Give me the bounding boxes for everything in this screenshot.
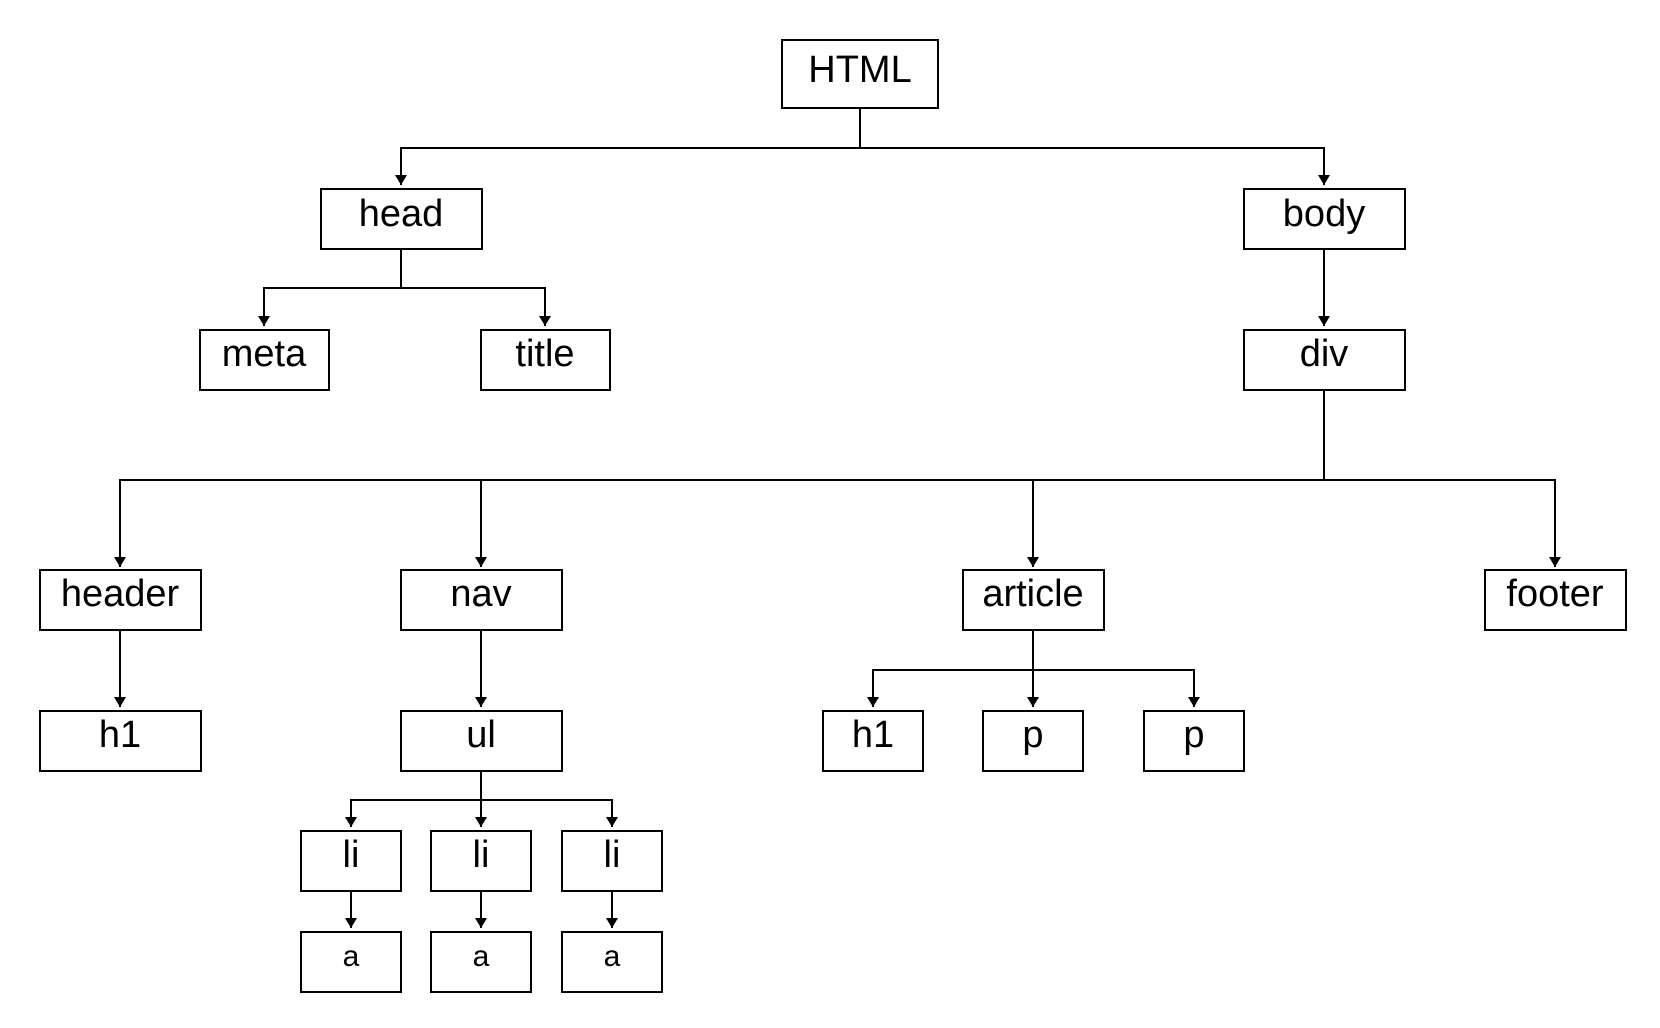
node-p2: p (1143, 710, 1245, 772)
node-title: title (480, 329, 611, 391)
node-p1-label: p (1022, 714, 1043, 756)
edge-article-p2 (1033, 669, 1200, 707)
node-footer-label: footer (1506, 573, 1604, 615)
edge-article-h1 (867, 630, 1034, 707)
node-p1: p (982, 710, 1084, 772)
node-body-label: body (1283, 193, 1365, 235)
node-li3-label: li (604, 834, 621, 876)
edge-html-head (395, 108, 861, 185)
node-ul-label: ul (466, 714, 496, 756)
edge-head-meta (258, 249, 402, 326)
node-p2-label: p (1183, 714, 1204, 756)
edge-html-body (860, 147, 1330, 185)
node-li1: li (300, 830, 402, 892)
node-nav-label: nav (450, 573, 511, 615)
nodes-layer: HTML head body meta title div header (39, 39, 1627, 993)
node-html: HTML (781, 39, 939, 109)
node-li2: li (430, 830, 532, 892)
node-a2-label: a (473, 940, 490, 973)
node-article-label: article (982, 573, 1083, 615)
edge-ul-li3 (481, 799, 618, 827)
node-a1: a (300, 931, 402, 993)
node-html-label: HTML (808, 49, 911, 91)
node-li3: li (561, 830, 663, 892)
node-div-label: div (1300, 333, 1349, 375)
node-head: head (320, 188, 483, 250)
node-a1-label: a (343, 940, 360, 973)
edge-div-footer (1324, 479, 1561, 567)
edge-head-title (401, 287, 551, 326)
node-article-h1: h1 (822, 710, 924, 772)
node-title-label: title (515, 333, 574, 375)
node-head-label: head (359, 193, 444, 235)
node-div: div (1243, 329, 1406, 391)
node-li2-label: li (473, 834, 490, 876)
node-header-label: header (61, 573, 180, 615)
edge-div-header (114, 390, 1325, 567)
node-ul: ul (400, 710, 563, 772)
node-header: header (39, 569, 202, 631)
node-a2: a (430, 931, 532, 993)
node-article-h1-label: h1 (852, 714, 894, 756)
edges-layer (114, 108, 1561, 928)
node-meta-label: meta (222, 333, 307, 375)
node-li1-label: li (343, 834, 360, 876)
node-header-h1-label: h1 (99, 714, 141, 756)
node-footer: footer (1484, 569, 1627, 631)
node-header-h1: h1 (39, 710, 202, 772)
node-a3-label: a (604, 940, 621, 973)
node-meta: meta (199, 329, 330, 391)
edge-ul-li1 (345, 770, 482, 827)
node-body: body (1243, 188, 1406, 250)
node-nav: nav (400, 569, 563, 631)
node-article: article (962, 569, 1105, 631)
node-a3: a (561, 931, 663, 993)
